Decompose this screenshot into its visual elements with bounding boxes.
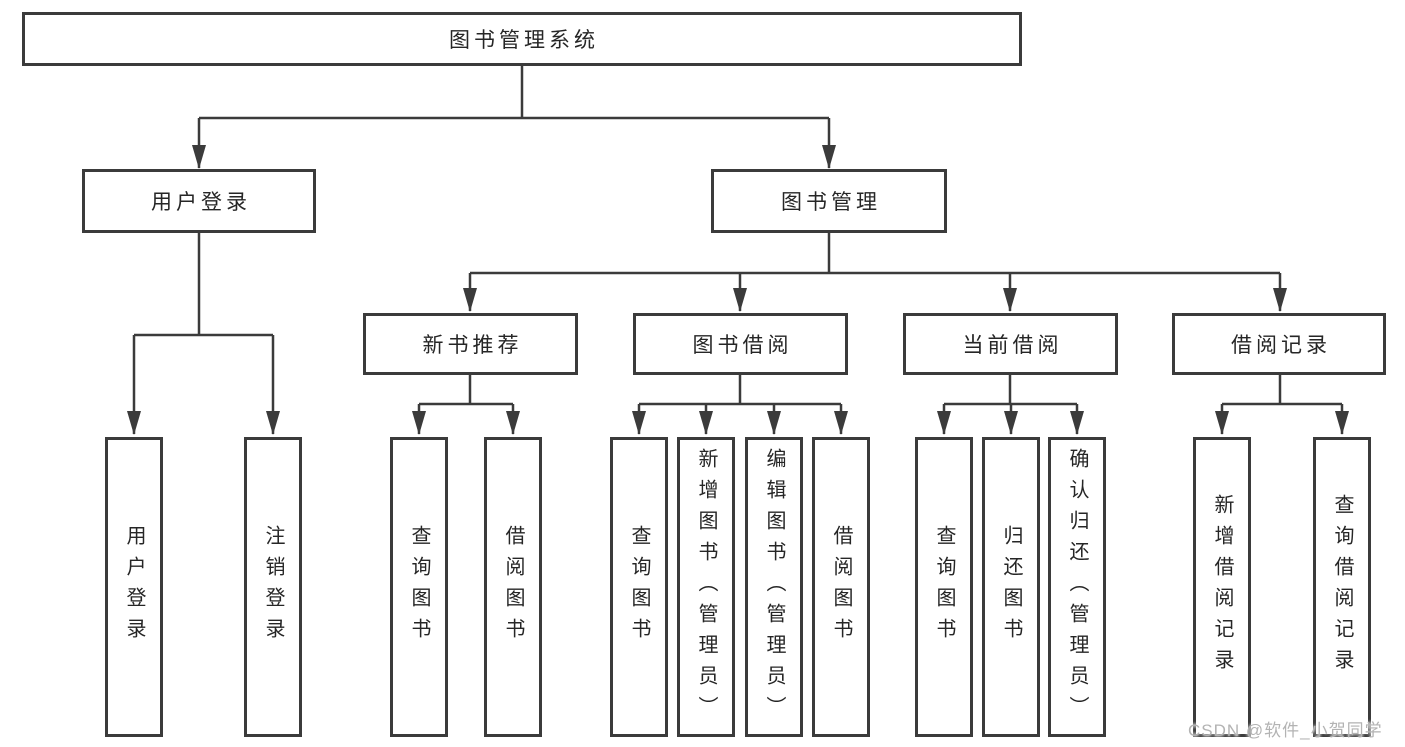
csdn-watermark: CSDN @软件_小贺同学 bbox=[1188, 721, 1383, 740]
node-label: 用户登录 bbox=[123, 525, 145, 649]
leaf-logout: 注销登录 bbox=[244, 437, 302, 737]
node-label: 新书推荐 bbox=[422, 334, 523, 357]
leaf-query-books-current: 查询图书 bbox=[915, 437, 973, 737]
leaf-edit-books-admin: 编辑图书（管理员） bbox=[745, 437, 803, 737]
node-new-book-recommendation: 新书推荐 bbox=[363, 313, 578, 375]
node-label: 归还图书 bbox=[1000, 525, 1022, 649]
node-current-borrowing: 当前借阅 bbox=[903, 313, 1118, 375]
node-label: 编辑图书（管理员） bbox=[763, 447, 785, 727]
node-label: 图书借阅 bbox=[692, 334, 793, 357]
leaf-query-borrow-record: 查询借阅记录 bbox=[1313, 437, 1371, 737]
node-label: 注销登录 bbox=[262, 525, 284, 649]
node-label: 借阅图书 bbox=[502, 525, 524, 649]
node-label: 图书管理 bbox=[781, 191, 881, 214]
node-book-management-branch: 图书管理 bbox=[711, 169, 947, 233]
leaf-add-borrow-record: 新增借阅记录 bbox=[1193, 437, 1251, 737]
node-label: 借阅图书 bbox=[830, 525, 852, 649]
leaf-query-books-recommend: 查询图书 bbox=[390, 437, 448, 737]
node-label: 当前借阅 bbox=[962, 334, 1063, 357]
leaf-user-login: 用户登录 bbox=[105, 437, 163, 737]
node-book-borrowing: 图书借阅 bbox=[633, 313, 848, 375]
leaf-add-books-admin: 新增图书（管理员） bbox=[677, 437, 735, 737]
connector-arrows bbox=[127, 118, 1349, 435]
node-borrowing-records: 借阅记录 bbox=[1172, 313, 1386, 375]
leaf-query-books-borrowing: 查询图书 bbox=[610, 437, 668, 737]
node-label: 确认归还（管理员） bbox=[1066, 447, 1088, 727]
node-label: 借阅记录 bbox=[1231, 334, 1331, 357]
node-label: 图书管理系统 bbox=[449, 29, 599, 52]
node-label: 查询图书 bbox=[408, 525, 430, 649]
node-label: 查询图书 bbox=[628, 525, 650, 649]
node-label: 查询借阅记录 bbox=[1331, 494, 1353, 680]
node-root-library-system: 图书管理系统 bbox=[22, 12, 1022, 66]
node-label: 新增借阅记录 bbox=[1211, 494, 1233, 680]
node-label: 用户登录 bbox=[151, 191, 251, 214]
leaf-borrow-books-borrowing: 借阅图书 bbox=[812, 437, 870, 737]
leaf-borrow-books-recommend: 借阅图书 bbox=[484, 437, 542, 737]
node-user-login-branch: 用户登录 bbox=[82, 169, 316, 233]
leaf-return-books: 归还图书 bbox=[982, 437, 1040, 737]
leaf-confirm-return-admin: 确认归还（管理员） bbox=[1048, 437, 1106, 737]
node-label: 查询图书 bbox=[933, 525, 955, 649]
node-label: 新增图书（管理员） bbox=[695, 447, 717, 727]
